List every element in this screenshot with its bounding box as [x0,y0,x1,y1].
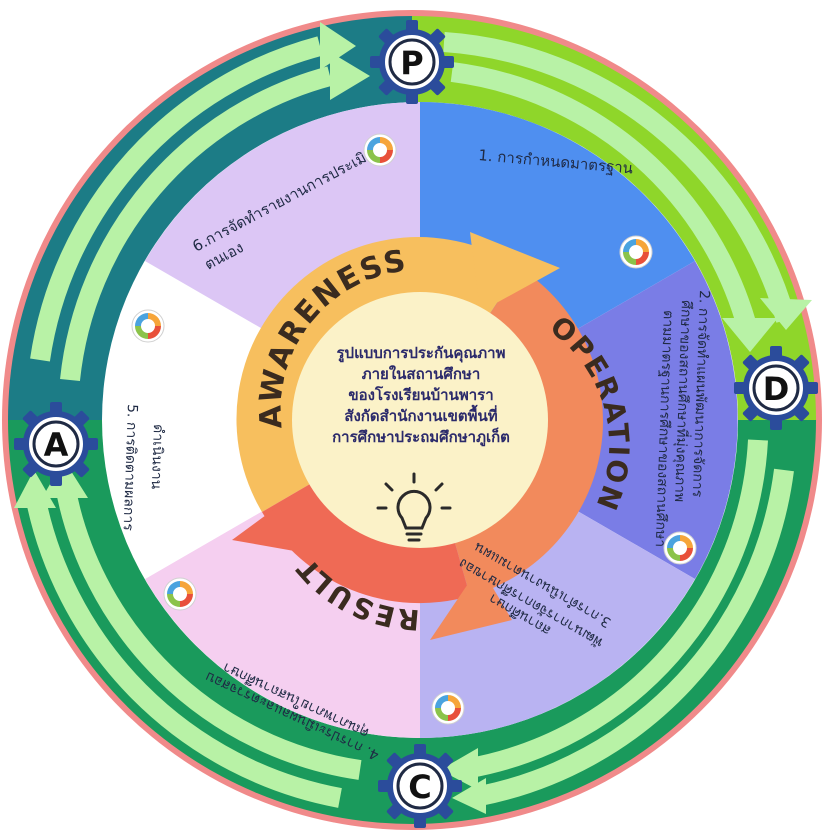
cycle-arrowheads [14,22,812,814]
gear-d: D [734,346,818,430]
pdca-badge-icon [363,133,397,167]
gear-label-p: P [400,44,423,82]
step-5-label: 5. การติดตามผลการ ดำเนินงาน [120,404,166,532]
center-title-line: สังกัดสำนักงานเขตพื้นที่ [344,407,498,425]
gear-c: C [378,744,462,828]
svg-text:ดำเนินงาน: ดำเนินงาน [148,424,166,490]
center-title-line: ภายในสถานศึกษา [361,365,481,383]
pdca-badge-icon [163,577,197,611]
gear-label-d: D [763,370,790,408]
center-title: รูปแบบการประกันคุณภาพ ภายในสถานศึกษา ของ… [302,343,540,448]
center-title-line: การศึกษาประถมศึกษาภูเก็ต [332,428,510,446]
pdca-badge-icon [663,531,697,565]
center-disk [292,292,548,548]
pdca-badge-icon [131,309,165,343]
svg-text:5. การติดตามผลการ: 5. การติดตามผลการ [120,404,140,532]
pdca-badge-icon [431,691,465,725]
cycle-arrows [24,32,796,808]
center-title-line: ของโรงเรียนบ้านพารา [348,386,494,404]
pdca-badge-icon [619,235,653,269]
gear-p: P [370,20,454,104]
center-title-line: รูปแบบการประกันคุณภาพ [336,344,506,362]
svg-text:2. การจัดทำแผนพัฒนาการจัดการ: 2. การจัดทำแผนพัฒนาการจัดการ [689,290,712,498]
gear-a: A [14,402,98,486]
gear-label-a: A [44,426,69,464]
ring-arrowheads [232,232,560,640]
gear-label-c: C [408,768,431,806]
lightbulb-icon [376,472,452,542]
